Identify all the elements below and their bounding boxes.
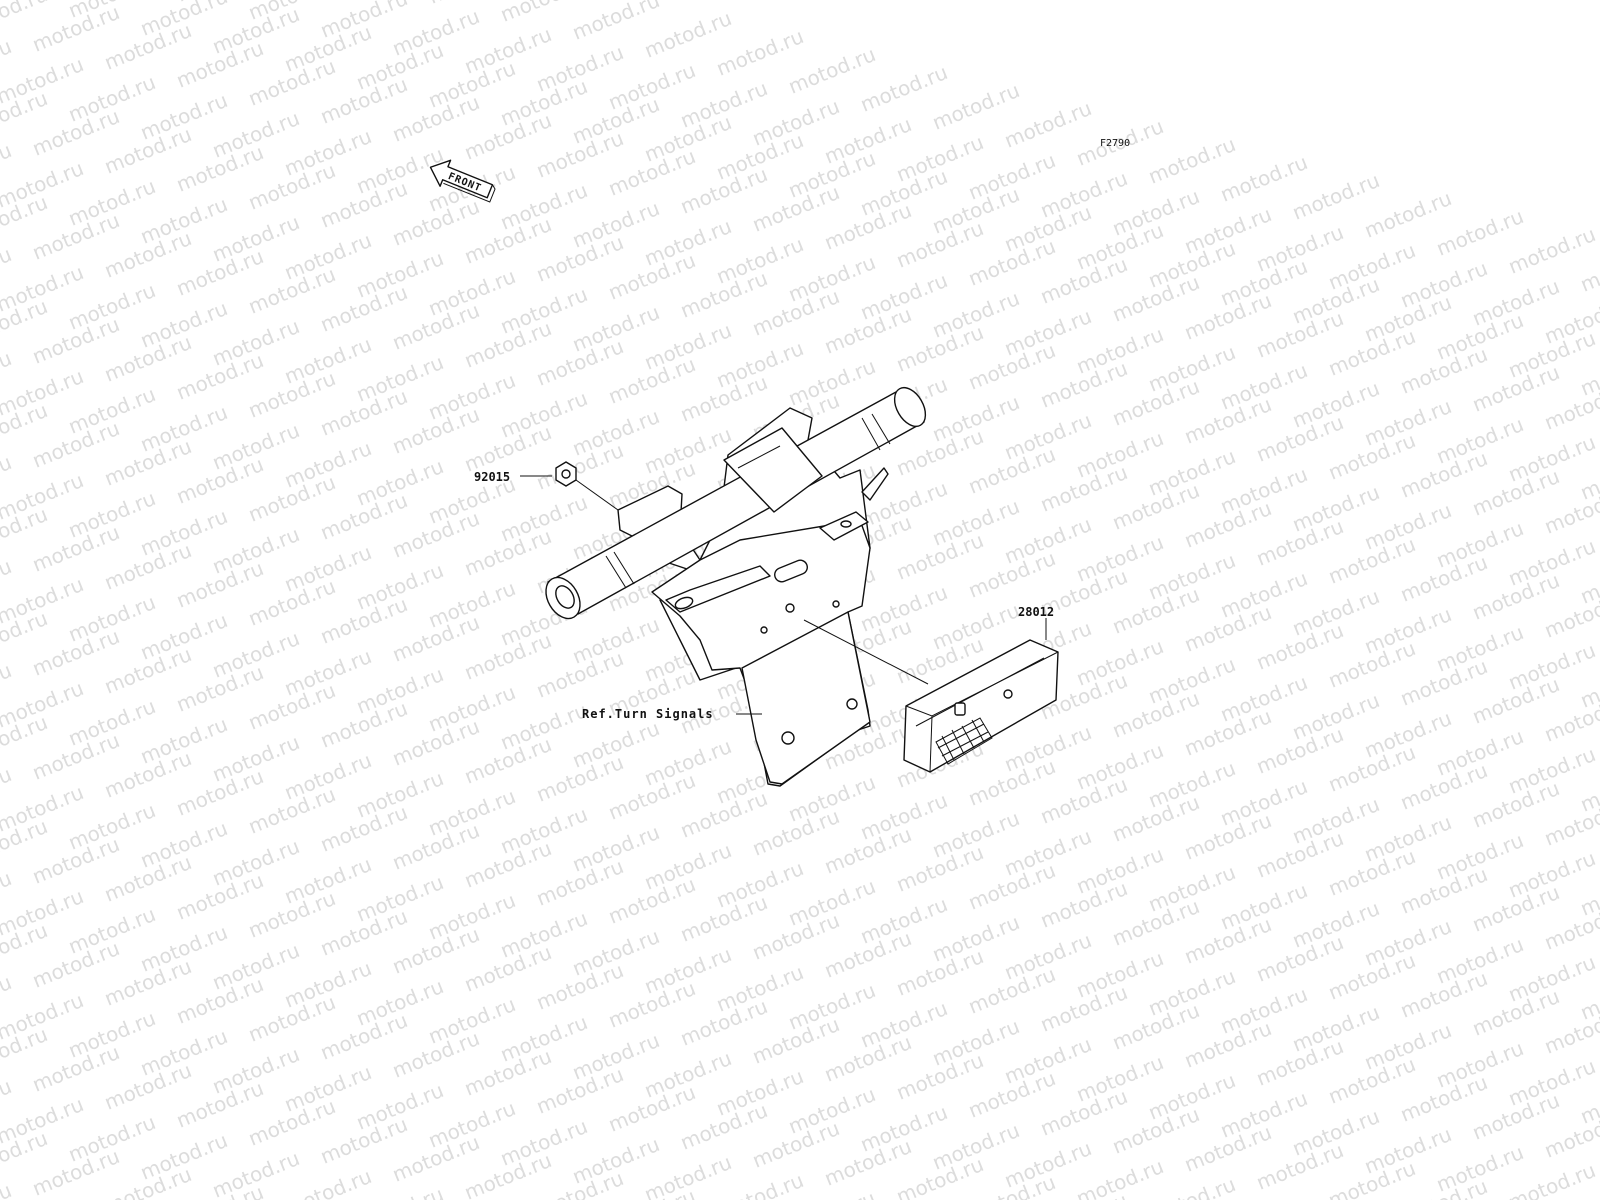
nut-assembly-line (575, 479, 619, 511)
watermark-text: motod.ru (0, 1178, 15, 1200)
cross-tube (545, 386, 927, 620)
reflector-assembly-line (803, 619, 929, 685)
callout-92015: 92015 (474, 470, 510, 484)
figure-code: F2790 (1100, 138, 1130, 149)
reflector-pattern (935, 717, 993, 765)
front-arrow-icon: FRONT (429, 159, 496, 203)
flange-nut (555, 461, 577, 487)
callout-28012: 28012 (1018, 605, 1054, 619)
callout-ref-turn-signals: Ref.Turn Signals (582, 707, 714, 721)
reflector (903, 639, 1059, 773)
